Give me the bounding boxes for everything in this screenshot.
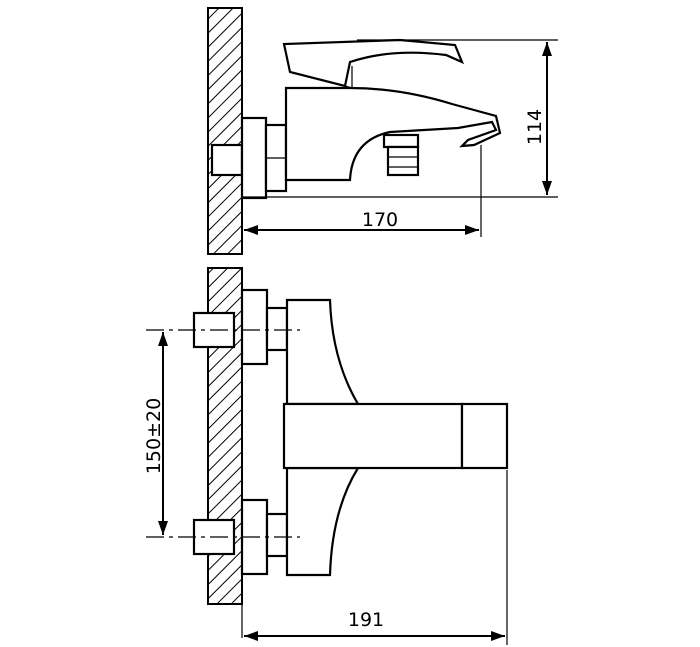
height-dimension: 114 bbox=[524, 109, 546, 145]
centers-dimension: 150±20 bbox=[143, 398, 165, 474]
spout bbox=[382, 133, 420, 177]
top-view: 150±20 191 bbox=[143, 267, 509, 645]
width-dimension: 170 bbox=[362, 209, 398, 231]
handle bbox=[282, 38, 465, 89]
body-top-view bbox=[282, 298, 509, 577]
depth-dimension: 191 bbox=[348, 609, 384, 631]
faucet-body bbox=[284, 86, 502, 182]
side-view: 114 170 bbox=[207, 7, 558, 255]
connector-nut bbox=[210, 116, 288, 200]
wall-hatch-top bbox=[207, 7, 243, 255]
